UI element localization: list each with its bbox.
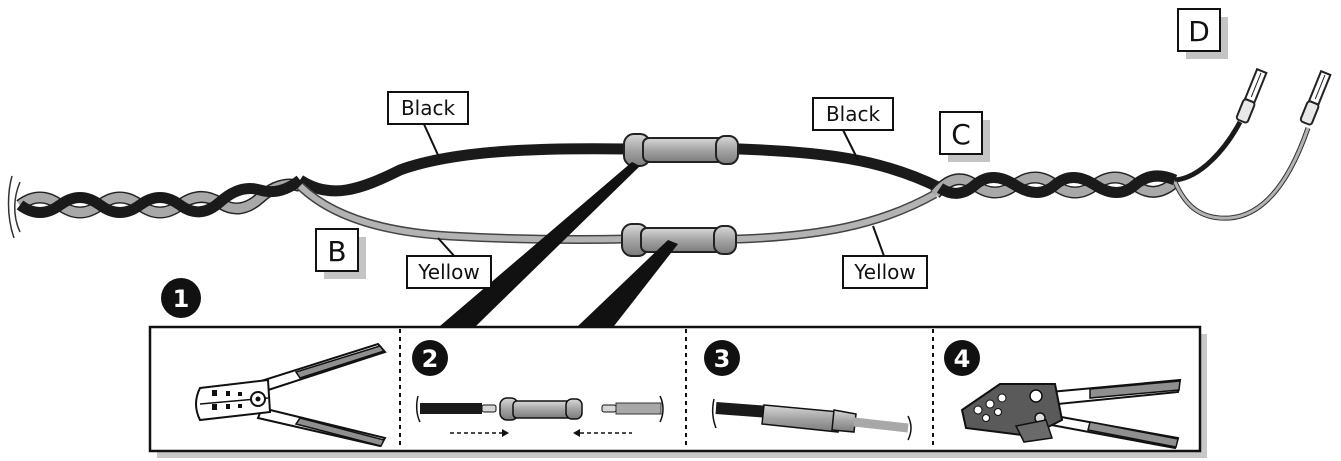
black-wire-inserted: [715, 402, 771, 418]
step-badge-2: 2: [412, 340, 448, 376]
arrow-right-icon: [502, 429, 509, 437]
butt-connector-black: [623, 133, 739, 167]
letter-box-b: B: [315, 228, 366, 279]
step2-illustration: [415, 395, 664, 437]
spade-terminal-right: [1299, 69, 1332, 126]
step-badge-1: 1: [161, 278, 201, 318]
black-lead-wire: [1174, 120, 1243, 183]
label-yellow-left-text: Yellow: [417, 260, 480, 284]
wire-stripper-tool: [195, 342, 387, 448]
black-wire-loop: [296, 143, 943, 197]
step3-illustration: [711, 398, 912, 441]
label-yellow-left: Yellow: [406, 237, 492, 289]
letter-box-d: D: [1177, 8, 1228, 59]
butt-connector-yellow: [621, 223, 737, 257]
twisted-pair-right: [930, 120, 1311, 221]
step-number-2: 2: [422, 345, 439, 373]
label-black-right-text: Black: [826, 102, 881, 126]
step-badge-3: 3: [704, 340, 740, 376]
label-black-right: Black: [812, 97, 894, 161]
step-number-3: 3: [714, 345, 731, 373]
letter-d: D: [1188, 15, 1210, 48]
yellow-wire-loop: [297, 183, 937, 243]
callout-wedge-yellow-connector: [578, 240, 678, 326]
letter-b: B: [327, 235, 346, 268]
black-wire-twist-left: [16, 175, 304, 218]
black-wire-stripped: [420, 403, 482, 414]
step-badge-4: 4: [944, 340, 980, 376]
letter-c: C: [951, 118, 971, 151]
label-black-left-text: Black: [401, 96, 456, 120]
step-number-4: 4: [954, 345, 971, 373]
letter-box-c: C: [939, 111, 990, 162]
twisted-pair-left: [7, 175, 304, 239]
step-number-1: 1: [173, 285, 190, 313]
yellow-wire-inserted: [853, 417, 909, 433]
label-yellow-right: Yellow: [842, 225, 928, 289]
label-yellow-right-text: Yellow: [853, 260, 916, 284]
yellow-wire-stripped: [615, 402, 662, 415]
label-black-left: Black: [387, 91, 469, 156]
crimping-tool: [960, 378, 1182, 450]
arrow-left-icon: [573, 429, 580, 437]
spade-terminal-left: [1235, 67, 1268, 124]
